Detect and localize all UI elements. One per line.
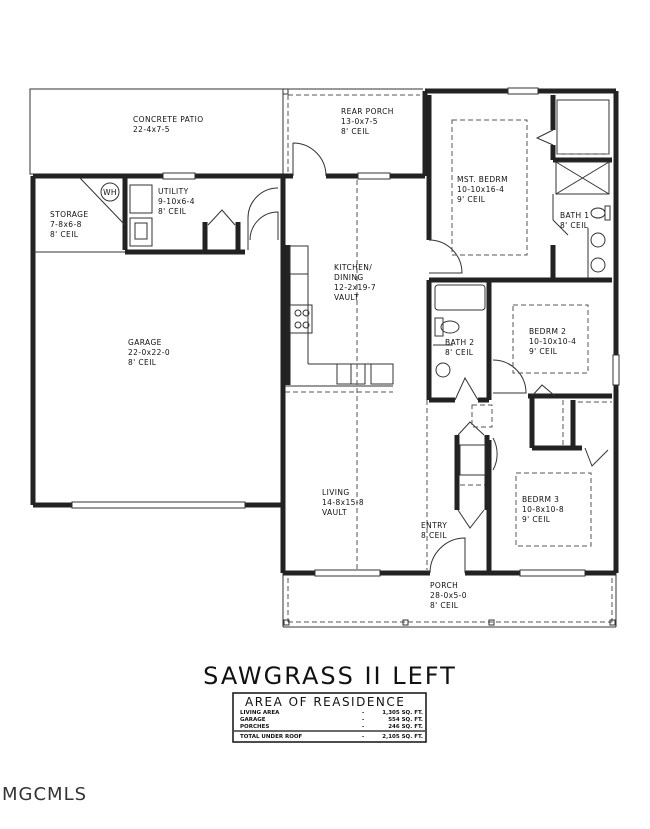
svg-text:10-10x10-4: 10-10x10-4 <box>529 337 576 346</box>
svg-text:VAULT: VAULT <box>334 293 359 302</box>
room-label-concrete-patio: CONCRETE PATIO 22-4x7-5 <box>133 115 204 134</box>
svg-text:8' CEIL: 8' CEIL <box>341 127 370 136</box>
area-row-total: TOTAL UNDER ROOF - 2,105 SQ. FT. <box>240 734 423 740</box>
water-heater-icon: WH <box>100 182 120 202</box>
svg-text:9' CEIL: 9' CEIL <box>522 515 551 524</box>
room-label-porch: PORCH 28-0x5-0 8' CEIL <box>430 581 467 610</box>
front-porch-area <box>282 573 617 628</box>
svg-text:8' CEIL: 8' CEIL <box>158 207 187 216</box>
svg-text:DINING: DINING <box>334 273 364 282</box>
plan-title: SAWGRASS II LEFT <box>203 662 457 690</box>
room-label-entry: ENTRY 8 CEIL <box>421 521 447 540</box>
room-label-bedrm-2: BEDRM 2 10-10x10-4 9' CEIL <box>529 327 576 356</box>
svg-text:LIVING AREA: LIVING AREA <box>240 710 280 716</box>
room-label-rear-porch: REAR PORCH 13-0x7-5 8' CEIL <box>341 107 394 136</box>
svg-text:22-0x22-0: 22-0x22-0 <box>128 348 170 357</box>
room-label-bath-2: BATH 2 8' CEIL <box>445 338 474 357</box>
svg-text:246 SQ. FT.: 246 SQ. FT. <box>388 724 423 730</box>
room-label-living: LIVING 14-8x15-8 VAULT <box>322 488 364 517</box>
svg-text:8' CEIL: 8' CEIL <box>560 221 589 230</box>
svg-text:CONCRETE PATIO: CONCRETE PATIO <box>133 115 204 124</box>
svg-text:WH: WH <box>103 188 117 197</box>
svg-text:28-0x5-0: 28-0x5-0 <box>430 591 467 600</box>
area-table-heading: AREA OF REASIDENCE <box>245 695 405 709</box>
svg-text:PORCHES: PORCHES <box>240 724 269 730</box>
svg-text:-: - <box>362 710 364 716</box>
svg-text:TOTAL UNDER ROOF: TOTAL UNDER ROOF <box>240 734 303 740</box>
svg-text:MST. BEDRM: MST. BEDRM <box>457 175 508 184</box>
svg-text:UTILITY: UTILITY <box>158 187 189 196</box>
svg-text:13-0x7-5: 13-0x7-5 <box>341 117 378 126</box>
washer-dryer-icon <box>129 184 153 247</box>
svg-text:10-8x10-8: 10-8x10-8 <box>522 505 564 514</box>
svg-text:VAULT: VAULT <box>322 508 347 517</box>
room-dashed-outlines <box>451 119 592 547</box>
svg-text:-: - <box>362 717 364 723</box>
room-label-mst-bedrm: MST. BEDRM 10-10x16-4 9' CEIL <box>457 175 508 204</box>
svg-text:8 CEIL: 8 CEIL <box>421 531 447 540</box>
mls-watermark-logo: MGCMLS <box>2 784 87 805</box>
svg-text:BEDRM 3: BEDRM 3 <box>522 495 559 504</box>
svg-text:8' CEIL: 8' CEIL <box>445 348 474 357</box>
svg-text:STORAGE: STORAGE <box>50 210 89 219</box>
room-label-storage: STORAGE 7-8x6-8 8' CEIL <box>50 210 89 239</box>
svg-text:554 SQ. FT.: 554 SQ. FT. <box>388 717 423 723</box>
svg-text:PORCH: PORCH <box>430 581 458 590</box>
svg-text:9-10x6-4: 9-10x6-4 <box>158 197 195 206</box>
svg-text:-: - <box>362 724 364 730</box>
interior-walls <box>33 95 612 574</box>
svg-text:14-8x15-8: 14-8x15-8 <box>322 498 364 507</box>
svg-text:BATH 2: BATH 2 <box>445 338 474 347</box>
svg-text:8' CEIL: 8' CEIL <box>50 230 79 239</box>
svg-text:8' CEIL: 8' CEIL <box>128 358 157 367</box>
svg-text:GARAGE: GARAGE <box>128 338 162 347</box>
svg-text:8' CEIL: 8' CEIL <box>430 601 459 610</box>
svg-text:7-8x6-8: 7-8x6-8 <box>50 220 82 229</box>
svg-text:KITCHEN/: KITCHEN/ <box>334 263 372 272</box>
room-label-bath-1: BATH 1 8' CEIL <box>560 211 589 230</box>
svg-text:LIVING: LIVING <box>322 488 350 497</box>
svg-text:9' CEIL: 9' CEIL <box>457 195 486 204</box>
area-of-residence-table: AREA OF REASIDENCE LIVING AREA - 1,305 S… <box>232 692 427 743</box>
svg-text:1,305 SQ. FT.: 1,305 SQ. FT. <box>382 710 423 716</box>
room-label-kitchen-dining: KITCHEN/ DINING 12-2x19-7 VAULT <box>334 263 376 302</box>
exterior-walls <box>30 87 620 577</box>
svg-text:REAR PORCH: REAR PORCH <box>341 107 394 116</box>
svg-text:-: - <box>362 734 364 740</box>
svg-text:22-4x7-5: 22-4x7-5 <box>133 125 170 134</box>
area-row-porches: PORCHES - 246 SQ. FT. <box>240 724 423 730</box>
svg-text:GARAGE: GARAGE <box>240 717 266 723</box>
svg-text:9' CEIL: 9' CEIL <box>529 347 558 356</box>
room-label-garage: GARAGE 22-0x22-0 8' CEIL <box>128 338 170 367</box>
area-row-living: LIVING AREA - 1,305 SQ. FT. <box>240 710 423 716</box>
rear-porch-area <box>282 88 423 177</box>
room-label-bedrm-3: BEDRM 3 10-8x10-8 9' CEIL <box>522 495 564 524</box>
room-label-utility: UTILITY 9-10x6-4 8' CEIL <box>158 187 195 216</box>
svg-text:BEDRM 2: BEDRM 2 <box>529 327 566 336</box>
svg-text:BATH 1: BATH 1 <box>560 211 589 220</box>
svg-text:10-10x16-4: 10-10x16-4 <box>457 185 504 194</box>
area-row-garage: GARAGE - 554 SQ. FT. <box>240 717 423 723</box>
svg-text:2,105 SQ. FT.: 2,105 SQ. FT. <box>382 734 423 740</box>
svg-text:ENTRY: ENTRY <box>421 521 447 530</box>
svg-text:12-2x19-7: 12-2x19-7 <box>334 283 376 292</box>
